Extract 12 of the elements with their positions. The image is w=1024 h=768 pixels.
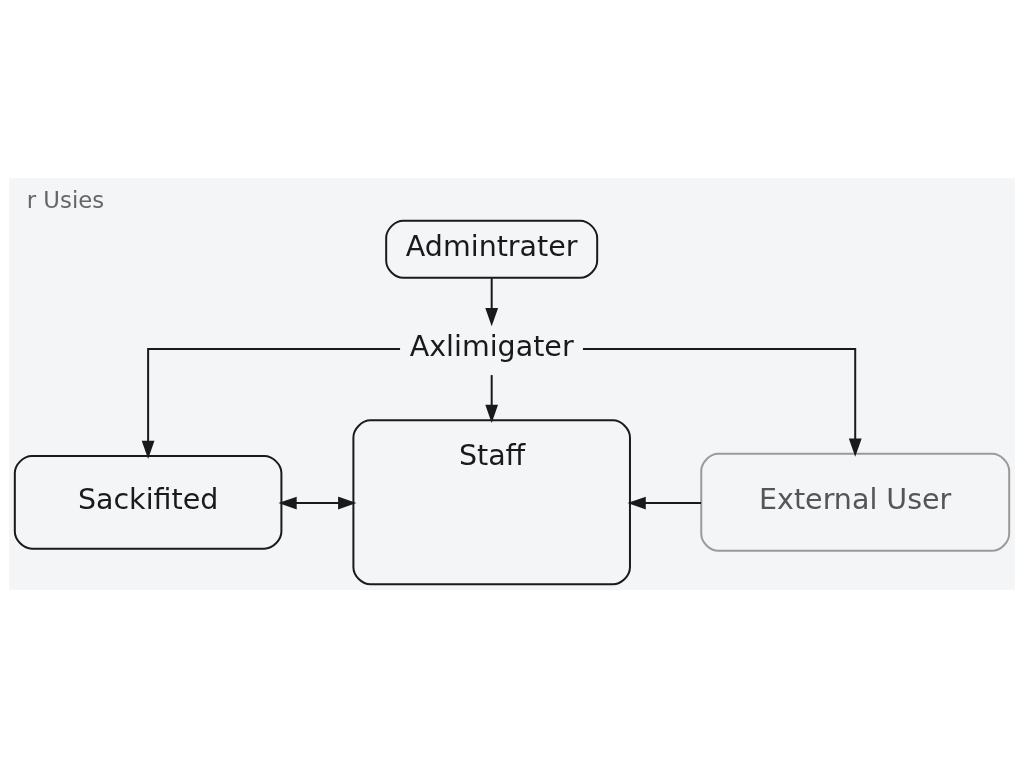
arrow: [581, 348, 862, 457]
arrow: [141, 348, 402, 459]
node-text: Axlimigater: [409, 330, 574, 364]
arrow: [278, 496, 357, 510]
arrow: [627, 496, 703, 510]
diagram-title: r Usies: [26, 186, 105, 213]
node-box: Admintrater: [385, 219, 599, 279]
node-box: External User: [700, 452, 1011, 552]
node-box: Staff: [352, 419, 631, 586]
node-box: Sackifited: [13, 455, 283, 550]
arrow: [485, 277, 499, 327]
arrow: [485, 374, 499, 423]
